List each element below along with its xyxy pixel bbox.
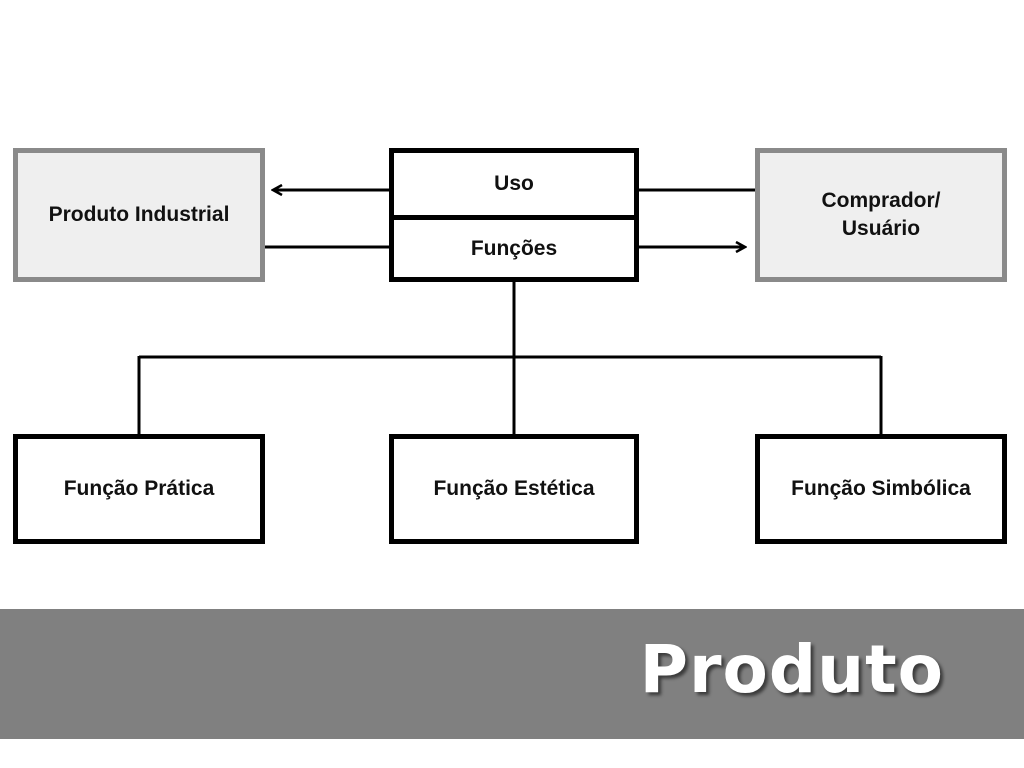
funcao-simbolica-label: Função Simbólica	[791, 476, 971, 500]
comprador-usuario-label: Comprador/ Usuário	[821, 188, 941, 240]
funcao-estetica-box: Função Estética	[389, 434, 639, 544]
funcoes-label: Funções	[470, 236, 558, 260]
produto-industrial-box: Produto Industrial	[13, 148, 265, 282]
uso-cell: Uso	[394, 153, 634, 220]
funcao-estetica-label: Função Estética	[433, 476, 595, 500]
comprador-usuario-box: Comprador/ Usuário	[755, 148, 1007, 282]
uso-funcoes-box: Uso Funções	[389, 148, 639, 282]
funcao-pratica-label: Função Prática	[63, 476, 215, 500]
funcao-pratica-box: Função Prática	[13, 434, 265, 544]
title-banner: Produto	[0, 609, 1024, 739]
uso-label: Uso	[494, 172, 534, 195]
funcao-simbolica-box: Função Simbólica	[755, 434, 1007, 544]
banner-title: Produto	[639, 631, 944, 708]
funcoes-cell: Funções	[394, 220, 634, 277]
produto-industrial-label: Produto Industrial	[48, 202, 230, 226]
